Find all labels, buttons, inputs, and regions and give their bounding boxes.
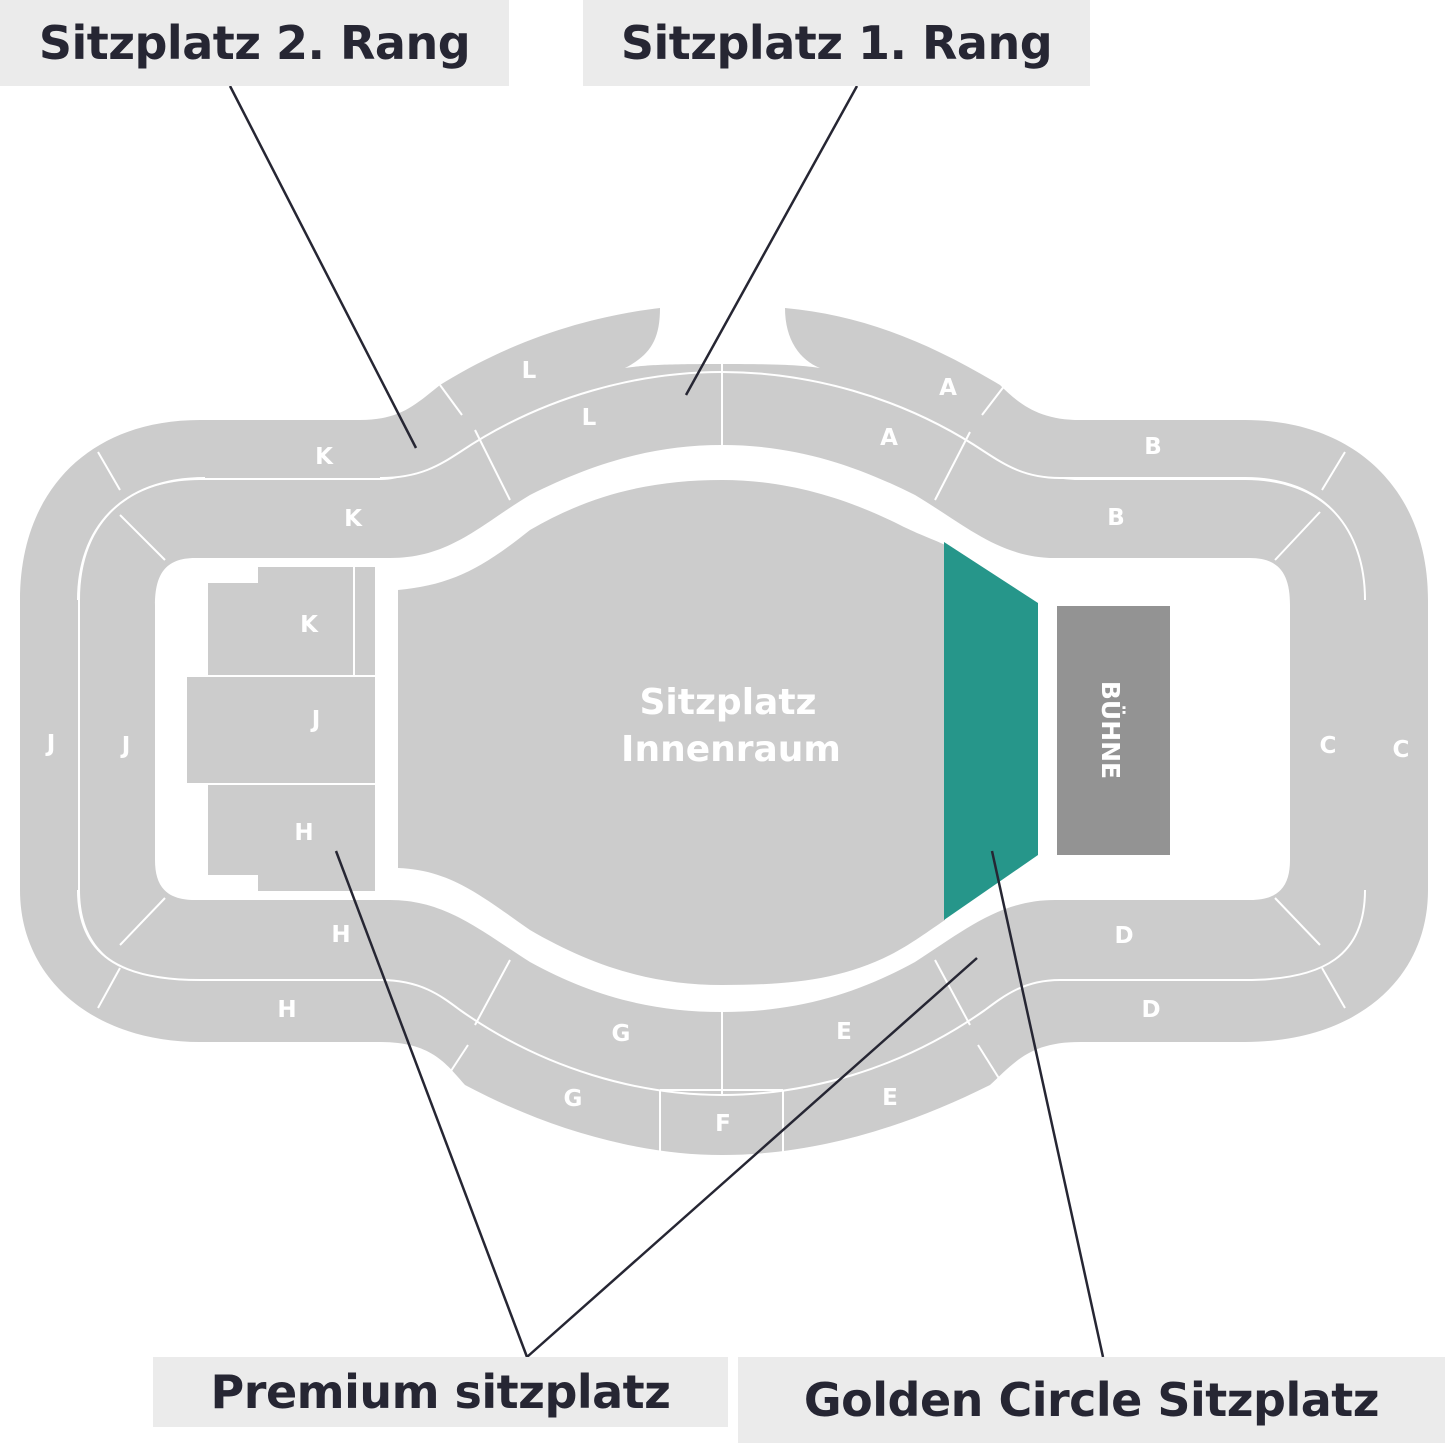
inner-ring xyxy=(80,364,1365,1095)
section-label: L xyxy=(522,358,537,384)
section-label: E xyxy=(836,1019,852,1045)
section-label: K xyxy=(344,506,363,532)
section-label: J xyxy=(310,707,321,733)
leader-lines xyxy=(228,85,1105,1358)
section-label: K xyxy=(300,612,319,638)
section-label: G xyxy=(612,1021,631,1047)
callout-golden-circle-sitzplatz: Golden Circle Sitzplatz xyxy=(738,1357,1445,1443)
section-label: C xyxy=(1320,733,1337,759)
section-labels: L L A A B B K K K J J J H H H C C D D G … xyxy=(45,358,1410,1137)
section-label: K xyxy=(315,444,334,470)
section-label: A xyxy=(880,425,898,451)
section-label: H xyxy=(277,997,296,1023)
callout-premium-sitzplatz: Premium sitzplatz xyxy=(153,1357,728,1427)
callout-sitzplatz-2-rang: Sitzplatz 2. Rang xyxy=(0,0,509,86)
section-label: F xyxy=(715,1111,731,1137)
golden-circle-area xyxy=(944,542,1038,920)
section-label: J xyxy=(120,733,131,759)
floor-label-line2: Innenraum xyxy=(621,729,841,770)
section-label: J xyxy=(45,731,56,757)
section-label: H xyxy=(331,922,350,948)
section-label: B xyxy=(1107,505,1125,531)
premium-blocks xyxy=(185,565,377,893)
section-label: H xyxy=(294,820,313,846)
stage-label: BÜHNE xyxy=(1096,681,1126,779)
section-label: C xyxy=(1393,737,1410,763)
section-label: B xyxy=(1144,434,1162,460)
section-label: G xyxy=(564,1086,583,1112)
floor-label-line1: Sitzplatz xyxy=(640,682,817,723)
callout-sitzplatz-1-rang: Sitzplatz 1. Rang xyxy=(583,0,1090,86)
section-label: A xyxy=(939,375,957,401)
section-label: D xyxy=(1114,923,1133,949)
stage-block xyxy=(1057,606,1170,855)
section-label: L xyxy=(582,405,597,431)
section-label: D xyxy=(1141,997,1160,1023)
floor-area xyxy=(398,480,945,985)
section-label: E xyxy=(882,1085,898,1111)
section-dividers xyxy=(77,364,1366,1155)
